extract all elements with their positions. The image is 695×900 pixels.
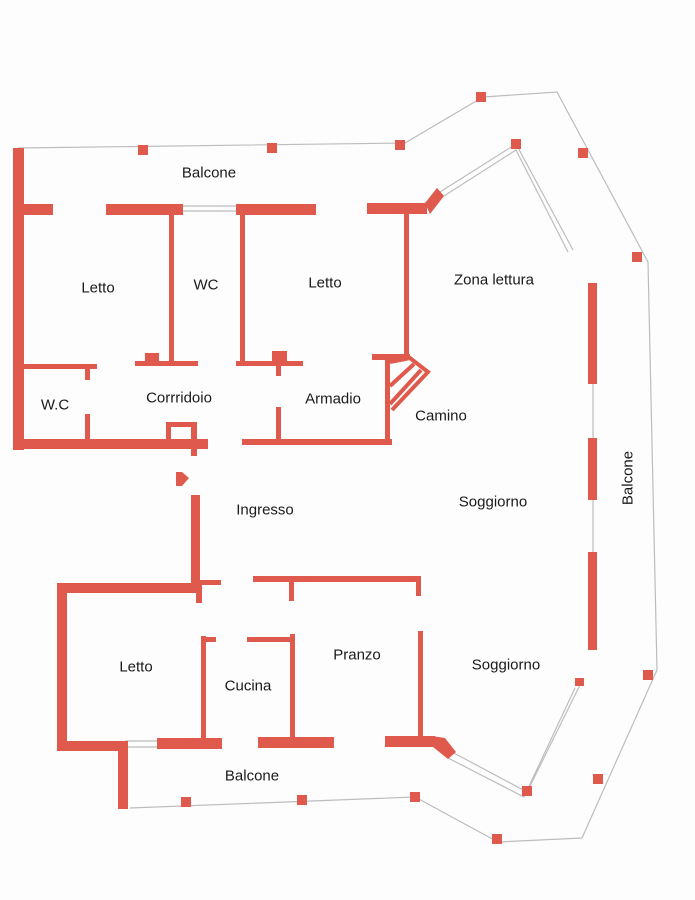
room-label-pranzo: Pranzo <box>333 646 381 664</box>
room-label-cucina: Cucina <box>224 677 272 695</box>
walls <box>13 92 653 844</box>
room-label-ingresso: Ingresso <box>236 501 294 519</box>
room-label-letto: Letto <box>119 658 153 676</box>
room-label-soggiorno: Soggiorno <box>471 656 541 674</box>
room-label-letto: Letto <box>81 279 115 297</box>
room-label-soggiorno: Soggiorno <box>458 493 528 511</box>
room-label-wc: WC <box>193 276 219 294</box>
balcony-outline <box>17 91 658 843</box>
room-label-letto: Letto <box>308 274 342 292</box>
room-label-wc-small: W.C <box>40 396 70 414</box>
room-label-zona-lettura: Zona lettura <box>453 271 535 289</box>
room-label-balcone-right: Balcone <box>619 450 637 506</box>
entrance-arrow-icon <box>176 472 189 486</box>
room-label-balcone-top: Balcone <box>181 164 237 182</box>
room-label-balcone-bottom: Balcone <box>224 767 280 785</box>
room-label-corridoio: Corrridoio <box>146 389 212 407</box>
room-label-camino: Camino <box>415 407 467 425</box>
room-label-armadio: Armadio <box>305 390 361 408</box>
